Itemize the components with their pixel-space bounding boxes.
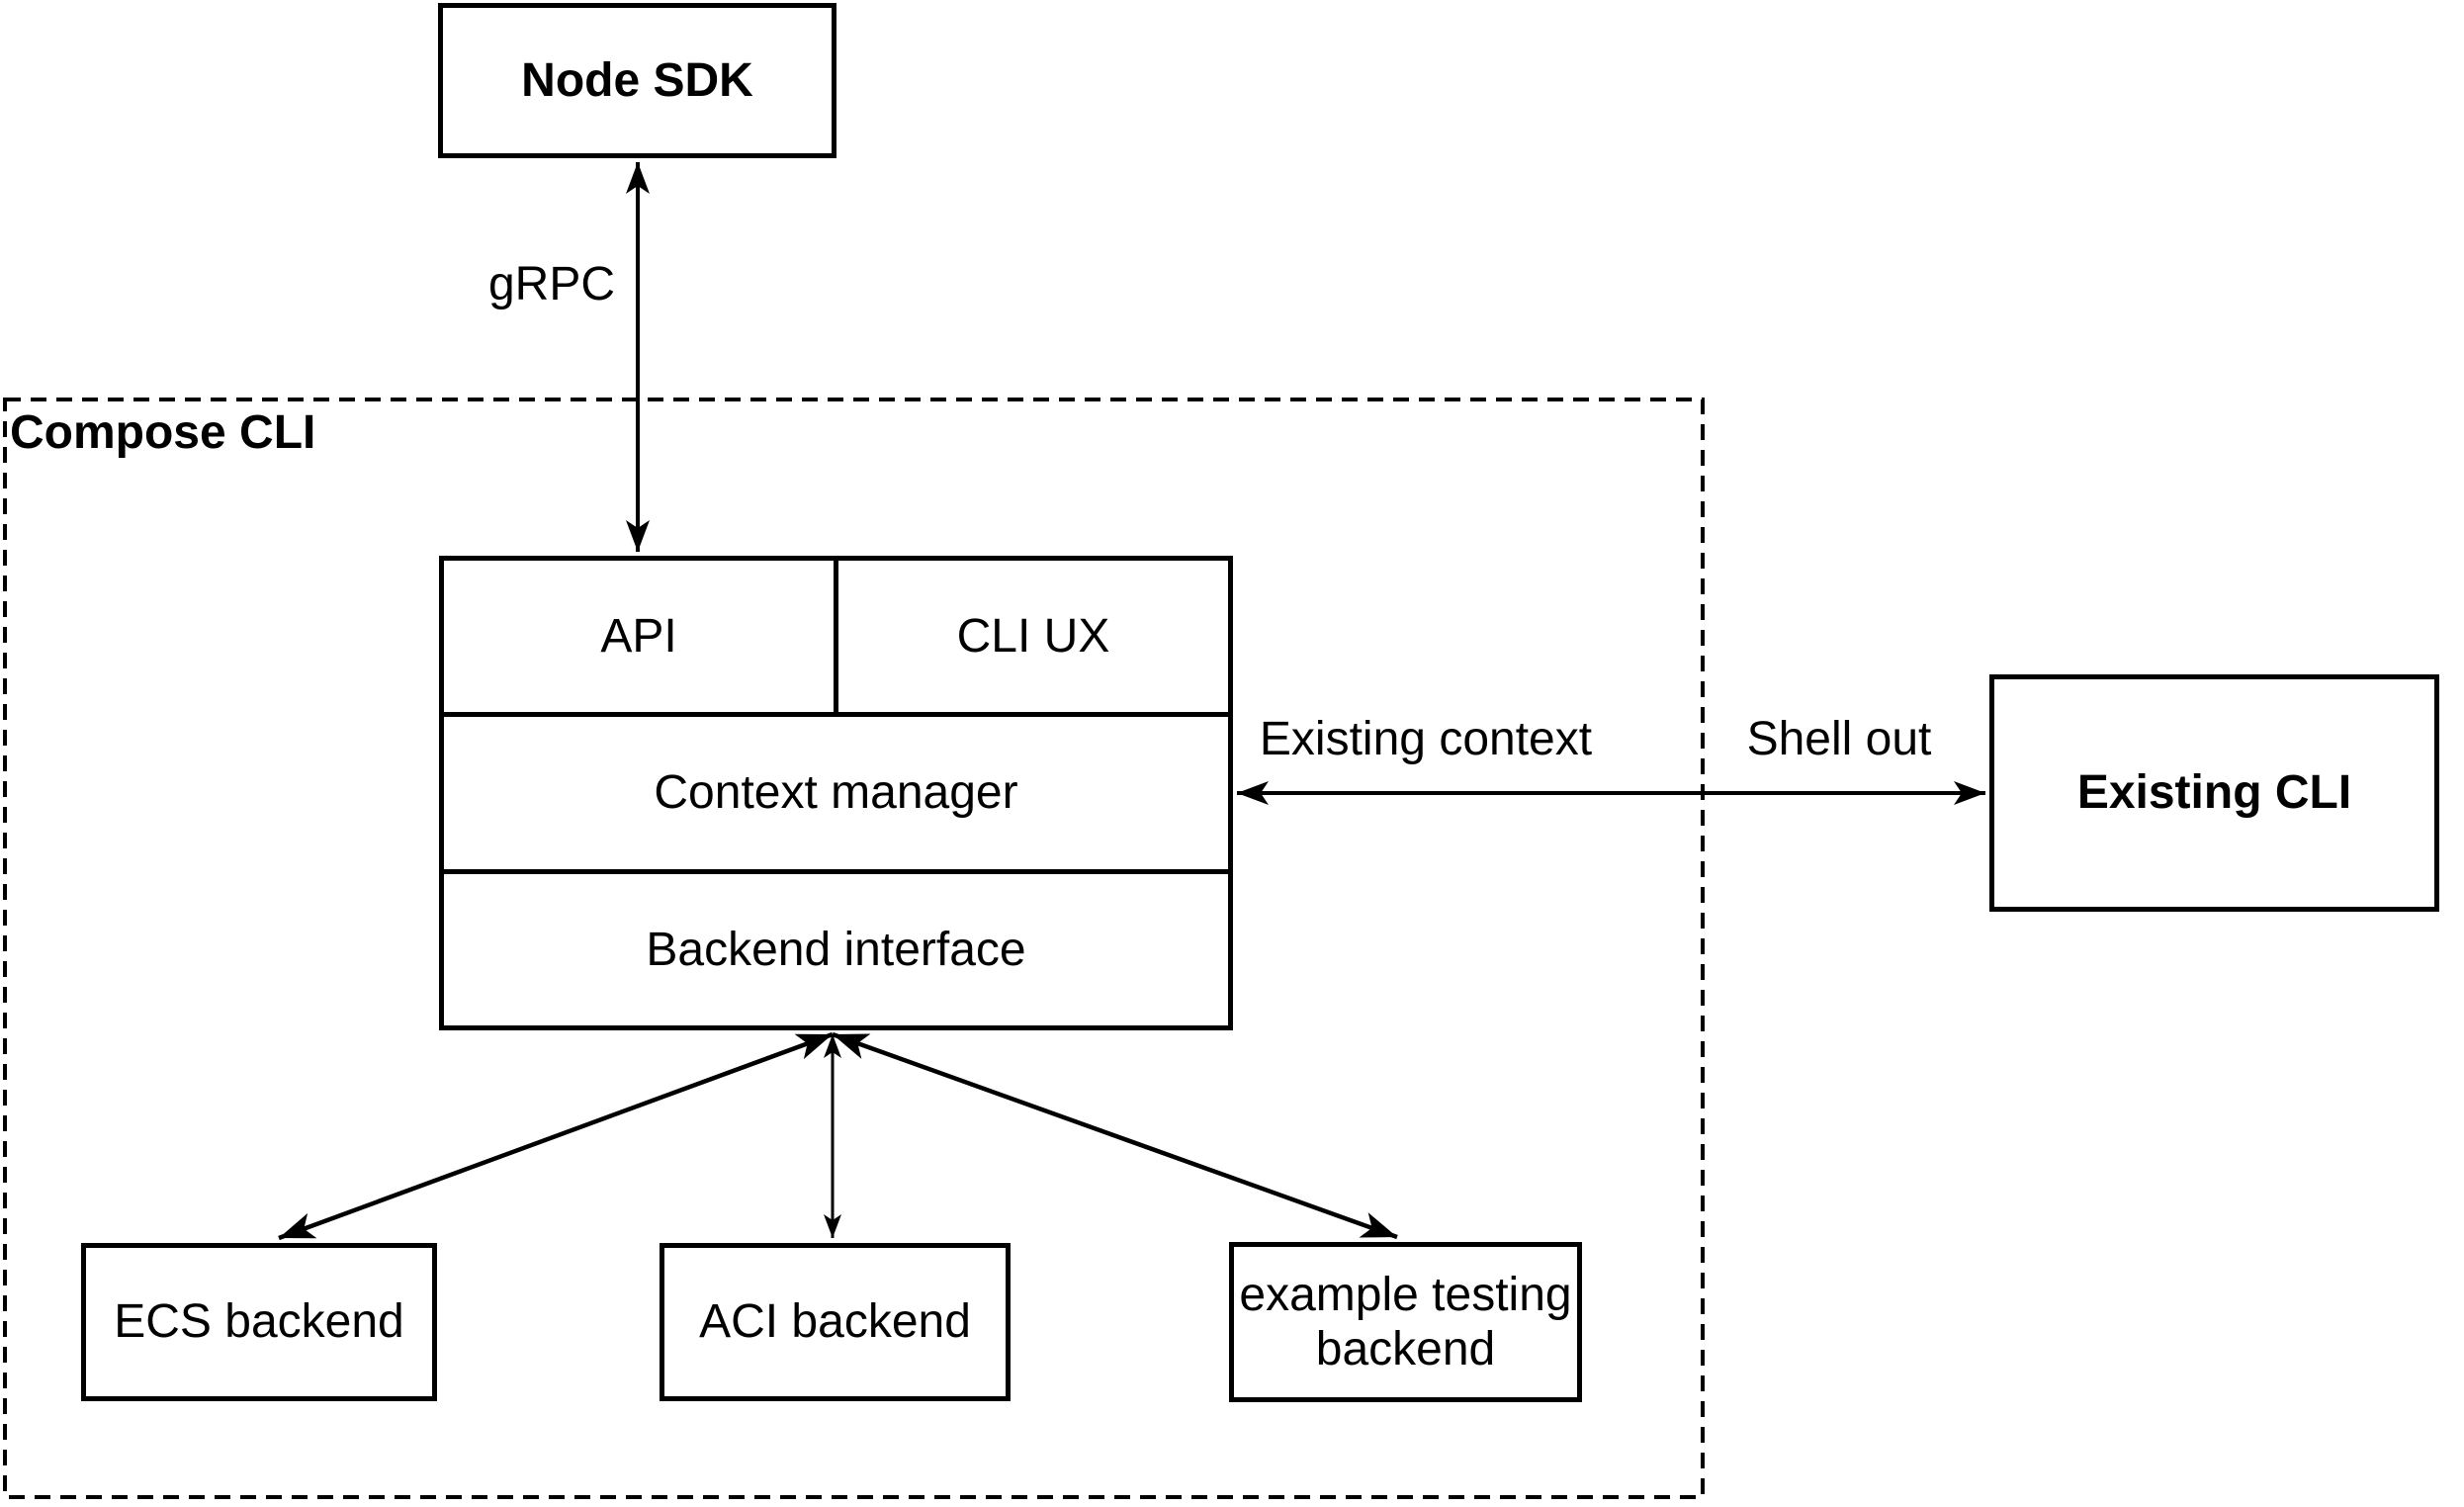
compose-cli-core-box: API CLI UX Context manager Backend inter…	[439, 556, 1233, 1030]
compose-cli-container-label: Compose CLI	[10, 406, 316, 459]
existing-cli-box: Existing CLI	[1989, 674, 2439, 912]
node-sdk-label: Node SDK	[521, 53, 753, 107]
cli-ux-label: CLI UX	[956, 610, 1110, 664]
backend-interface-label: Backend interface	[646, 923, 1026, 976]
context-manager-row: Context manager	[444, 712, 1228, 868]
ecs-backend-arrow	[278, 1031, 834, 1241]
ecs-backend-label: ECS backend	[114, 1295, 404, 1349]
aci-backend-label: ACI backend	[699, 1295, 971, 1349]
api-cliux-row: API CLI UX	[444, 561, 1228, 713]
example-testing-backend-box: example testing backend	[1229, 1242, 1582, 1402]
compose-cli-container-border	[3, 398, 1705, 1499]
api-cell: API	[444, 561, 838, 713]
api-label: API	[600, 610, 677, 664]
existing-context-edge-label: Existing context	[1259, 713, 1593, 765]
context-manager-label: Context manager	[654, 766, 1018, 820]
existing-cli-label: Existing CLI	[2076, 766, 2352, 820]
shell-out-edge-label: Shell out	[1746, 713, 1932, 765]
node-sdk-box: Node SDK	[438, 3, 836, 158]
aci-backend-box: ACI backend	[660, 1243, 1011, 1401]
ecs-backend-box: ECS backend	[81, 1243, 437, 1401]
example-testing-backend-label: example testing backend	[1239, 1268, 1572, 1375]
backend-interface-row: Backend interface	[444, 868, 1228, 1025]
example-backend-arrow	[832, 1031, 1398, 1240]
grpc-edge-label: gRPC	[487, 258, 616, 310]
cli-ux-cell: CLI UX	[838, 561, 1228, 712]
